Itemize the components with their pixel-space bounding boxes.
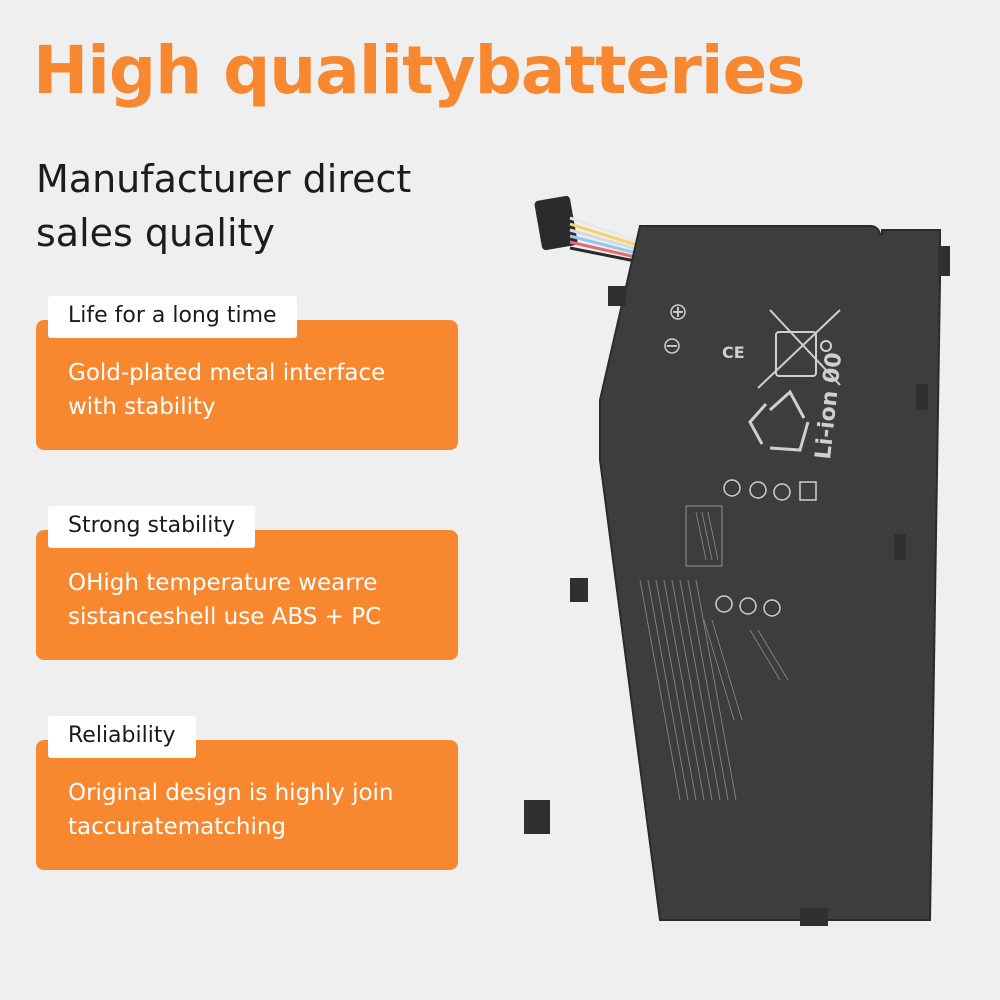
battery-body xyxy=(599,225,941,921)
feature-text-longevity: Gold-plated metal interface with stabili… xyxy=(68,360,386,420)
headline: High qualitybatteries xyxy=(33,32,806,109)
feature-card-longevity: Gold-plated metal interface with stabili… xyxy=(36,320,458,450)
battery-illustration: + − CE Li-ion 00 xyxy=(524,195,950,926)
feature-text-reliability: Original design is highly join taccurate… xyxy=(68,780,394,840)
connector-cable xyxy=(534,195,641,264)
feature-card-reliability: Original design is highly join taccurate… xyxy=(36,740,458,870)
feature-title-longevity: Life for a long time xyxy=(48,296,297,338)
certification-icons xyxy=(723,479,817,501)
recycle-icon xyxy=(748,389,810,452)
feature-title-stability: Strong stability xyxy=(48,506,256,548)
subheadline: Manufacturer direct sales quality xyxy=(36,157,412,255)
feature-title-reliability: Reliability xyxy=(48,716,196,758)
feature-text-stability: OHigh temperature wearre sistanceshell u… xyxy=(68,570,382,630)
battery-image: + − CE Li-ion 00 xyxy=(500,160,980,940)
ce-mark: CE xyxy=(722,343,745,362)
spec-label-block xyxy=(639,505,789,801)
warning-icons xyxy=(715,595,781,617)
minus-symbol: − xyxy=(665,336,678,355)
feature-card-stability: OHigh temperature wearre sistanceshell u… xyxy=(36,530,458,660)
plus-symbol: + xyxy=(671,302,684,321)
crossed-bin-icon xyxy=(757,309,841,389)
